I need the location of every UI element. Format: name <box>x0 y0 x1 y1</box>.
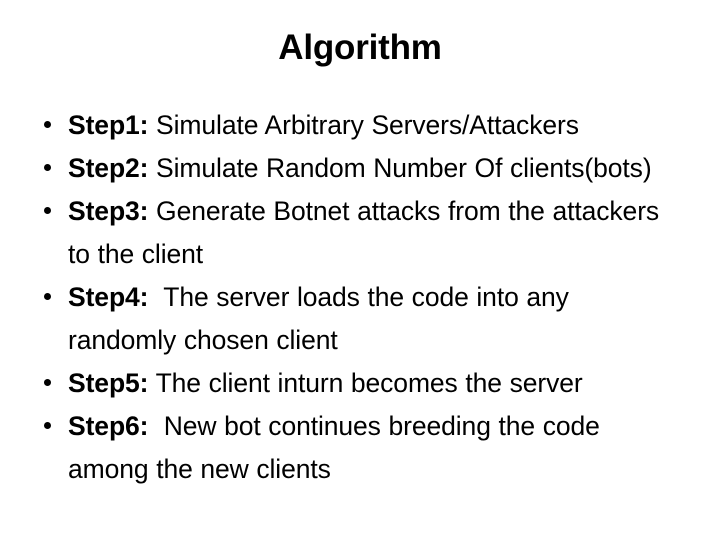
step-label: Step4: <box>68 282 149 312</box>
page-title: Algorithm <box>278 28 442 67</box>
step-label: Step3: <box>68 196 149 226</box>
list-item: Step3: Generate Botnet attacks from the … <box>32 190 684 276</box>
bullet-dot-icon <box>44 379 51 386</box>
list-item: Step2: Simulate Random Number Of clients… <box>32 147 684 190</box>
step-label: Step5: <box>68 368 149 398</box>
step-text: The client inturn becomes the server <box>148 368 583 398</box>
step-label: Step2: <box>68 153 149 183</box>
step-text: New bot continues breeding the code amon… <box>68 411 608 484</box>
bullet-dot-icon <box>44 293 51 300</box>
step-text: Generate Botnet attacks from the attacke… <box>68 196 667 269</box>
bullet-dot-icon <box>44 422 51 429</box>
list-item: Step6: New bot continues breeding the co… <box>32 405 684 491</box>
step-text: Simulate Random Number Of clients(bots) <box>148 153 652 183</box>
bullet-dot-icon <box>44 164 51 171</box>
step-text: Simulate Arbitrary Servers/Attackers <box>148 110 579 140</box>
step-text: The server loads the code into any rando… <box>68 282 577 355</box>
algorithm-steps-list: Step1: Simulate Arbitrary Servers/Attack… <box>32 104 684 491</box>
list-item: Step1: Simulate Arbitrary Servers/Attack… <box>32 104 684 147</box>
bullet-dot-icon <box>44 121 51 128</box>
step-label: Step1: <box>68 110 149 140</box>
list-item: Step4: The server loads the code into an… <box>32 276 684 362</box>
bullet-dot-icon <box>44 207 51 214</box>
step-label: Step6: <box>68 411 149 441</box>
list-item: Step5: The client inturn becomes the ser… <box>32 362 684 405</box>
